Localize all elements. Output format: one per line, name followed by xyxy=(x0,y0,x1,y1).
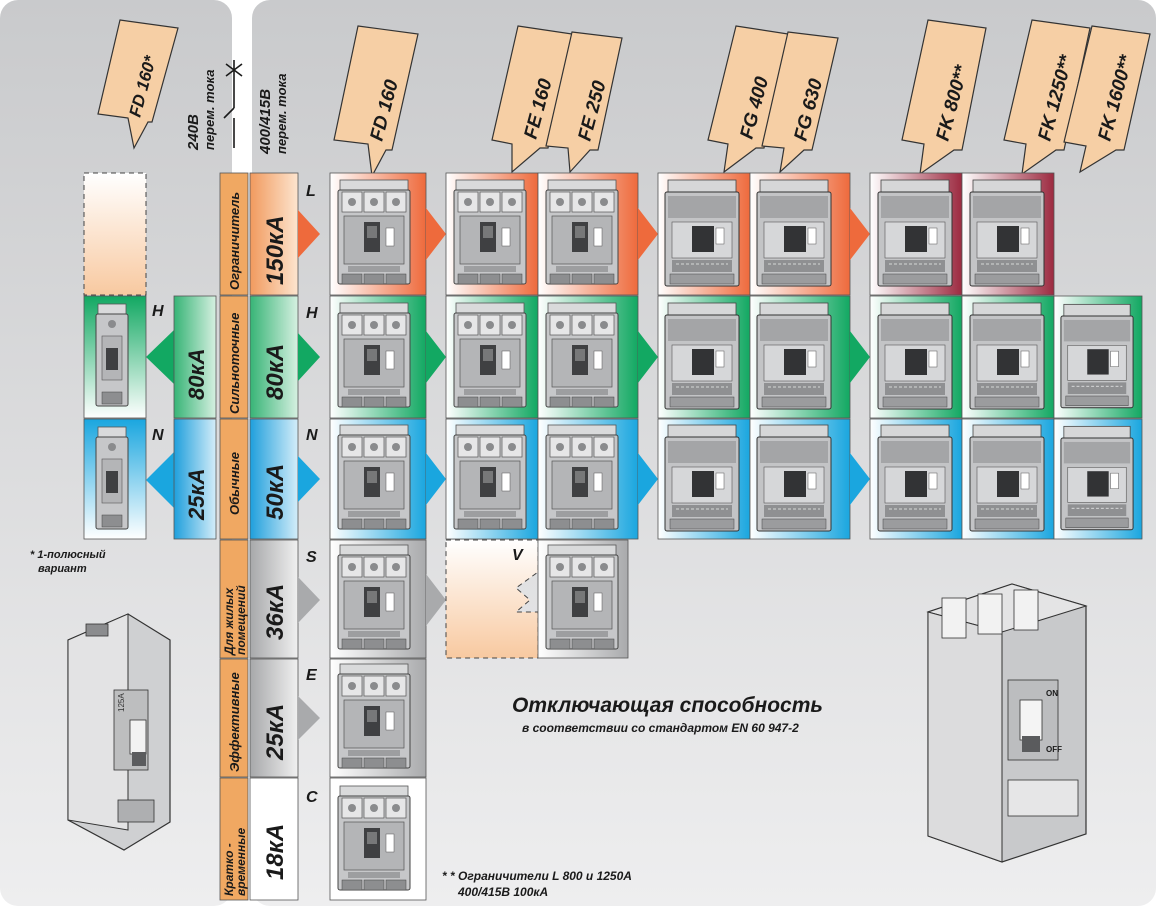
tag-fk1250: FK 1250** xyxy=(1003,19,1091,176)
breaker-fd160-s xyxy=(337,544,411,650)
breaker-fg400-h xyxy=(664,302,740,410)
breaker-fe250-n xyxy=(545,424,619,530)
voltage-400: 400/415В перем. тока xyxy=(257,74,289,156)
voltage-240-value: 240В xyxy=(185,114,202,151)
breaker-fk800-h xyxy=(877,302,953,410)
row-code-effective: E xyxy=(306,667,318,684)
category-residential: Для жилых помещений xyxy=(219,539,249,659)
breaker-fk1250-l xyxy=(969,179,1045,287)
tag-fe160: FE 160 xyxy=(491,25,573,174)
rating-value: 18кА xyxy=(262,824,289,880)
row-code-short: C xyxy=(306,789,318,806)
large-breaker-illustration: ON OFF xyxy=(926,583,1088,863)
category-limiter: Ограничитель xyxy=(219,172,249,296)
category-effective: Эффективные xyxy=(219,658,249,778)
fe160-v-placeholder xyxy=(445,539,539,659)
tag-fe250: FE 250 xyxy=(545,31,623,174)
caption-title: Отключающая способность xyxy=(512,694,823,717)
category-label: Кратко - xyxy=(222,843,236,896)
off-label: OFF xyxy=(1046,745,1062,754)
left-row-high: 80кА H xyxy=(83,295,217,419)
rating-high: 80кА xyxy=(249,295,299,419)
breaker-fd160-e xyxy=(337,663,411,769)
rating-normal: 50кА xyxy=(249,418,299,540)
breaker-fk1250-h xyxy=(969,302,1045,410)
breaker-fk800-n xyxy=(877,424,953,532)
rating-value: 25кА xyxy=(262,704,289,761)
left-rating-high: 80кА xyxy=(184,348,209,400)
tag-fd160-1p: FD 160* xyxy=(97,19,179,150)
row-code-v: V xyxy=(512,547,524,564)
breaker-fg400-l xyxy=(664,179,740,287)
category-label-2: помещений xyxy=(234,585,248,655)
breaker-fe250-v xyxy=(545,544,619,650)
left-code-high: H xyxy=(152,303,164,320)
rating-residential: 36кА xyxy=(249,539,299,659)
category-label: Сильноточные xyxy=(227,313,242,414)
row-code-residential: S xyxy=(306,549,317,566)
breaker-fk1600-h xyxy=(1060,303,1134,409)
breaker-fg630-n xyxy=(756,424,832,532)
row-code-normal: N xyxy=(306,427,318,444)
voltage-240-unit: перем. тока xyxy=(202,70,217,151)
left-row-normal: 25кА N xyxy=(83,418,217,540)
breaker-fe250-h xyxy=(545,302,619,408)
breaker-fd160-1p-n xyxy=(95,426,129,530)
rating-value: 150кА xyxy=(262,215,289,285)
tag-fk800: FK 800** xyxy=(901,19,987,176)
pole-note: * 1-полюсный xyxy=(30,549,106,561)
small-breaker-rating: 125A xyxy=(117,693,126,712)
breaker-fd160-c xyxy=(337,785,411,891)
voltage-400-unit: перем. тока xyxy=(274,74,289,155)
on-label: ON xyxy=(1046,689,1058,698)
row-code-high: H xyxy=(306,305,318,322)
breaker-fk1600-n xyxy=(1060,425,1134,531)
voltage-240: 240В перем. тока xyxy=(185,70,217,152)
category-label: Для жилых xyxy=(222,587,236,656)
breaker-fg630-h xyxy=(756,302,832,410)
rating-limiter: 150кА xyxy=(249,172,299,296)
breaker-fd160-l xyxy=(337,179,411,285)
rating-effective: 25кА xyxy=(249,658,299,778)
single-pole-breaker-illustration: 125A xyxy=(67,613,171,851)
category-high: Сильноточные xyxy=(219,295,249,419)
rating-value: 36кА xyxy=(262,584,289,640)
breaker-fe160-h xyxy=(453,302,527,408)
left-code-normal: N xyxy=(152,427,164,444)
breaker-fk1250-n xyxy=(969,424,1045,532)
category-label-2: временные xyxy=(234,827,248,896)
tag-fd160: FD 160 xyxy=(333,25,419,178)
category-label: Эффективные xyxy=(227,672,242,772)
voltage-400-value: 400/415В xyxy=(257,89,274,155)
footnote-limiters: * * Ограничители L 800 и 1250А xyxy=(442,869,632,883)
left-rating-normal: 25кА xyxy=(184,468,209,521)
category-normal: Обычные xyxy=(219,418,249,540)
rating-value: 50кА xyxy=(262,464,289,520)
breaker-fg400-n xyxy=(664,424,740,532)
rating-value: 80кА xyxy=(262,344,289,400)
category-short: Кратко - временные xyxy=(219,777,249,901)
category-label: Ограничитель xyxy=(227,192,242,290)
row-code-limiter: L xyxy=(306,183,316,200)
breaker-fg630-l xyxy=(756,179,832,287)
fd160-1p-limiter-placeholder xyxy=(83,172,147,296)
switch-symbol-icon xyxy=(223,60,243,148)
rating-short: 18кА xyxy=(249,777,299,901)
breaker-fe160-n xyxy=(453,424,527,530)
breaker-fe250-l xyxy=(545,179,619,285)
category-label: Обычные xyxy=(227,452,242,515)
breaker-fd160-h xyxy=(337,302,411,408)
footnote-limiters-2: 400/415В 100кА xyxy=(457,885,548,899)
breaker-fd160-1p-h xyxy=(95,303,129,407)
breaker-fk800-l xyxy=(877,179,953,287)
breaker-fd160-n xyxy=(337,424,411,530)
pole-note-2: вариант xyxy=(38,563,87,575)
caption-subtitle: в соответствии со стандартом EN 60 947-2 xyxy=(522,721,799,735)
tag-fg400: FG 400 xyxy=(707,25,789,174)
breaker-fe160-l xyxy=(453,179,527,285)
